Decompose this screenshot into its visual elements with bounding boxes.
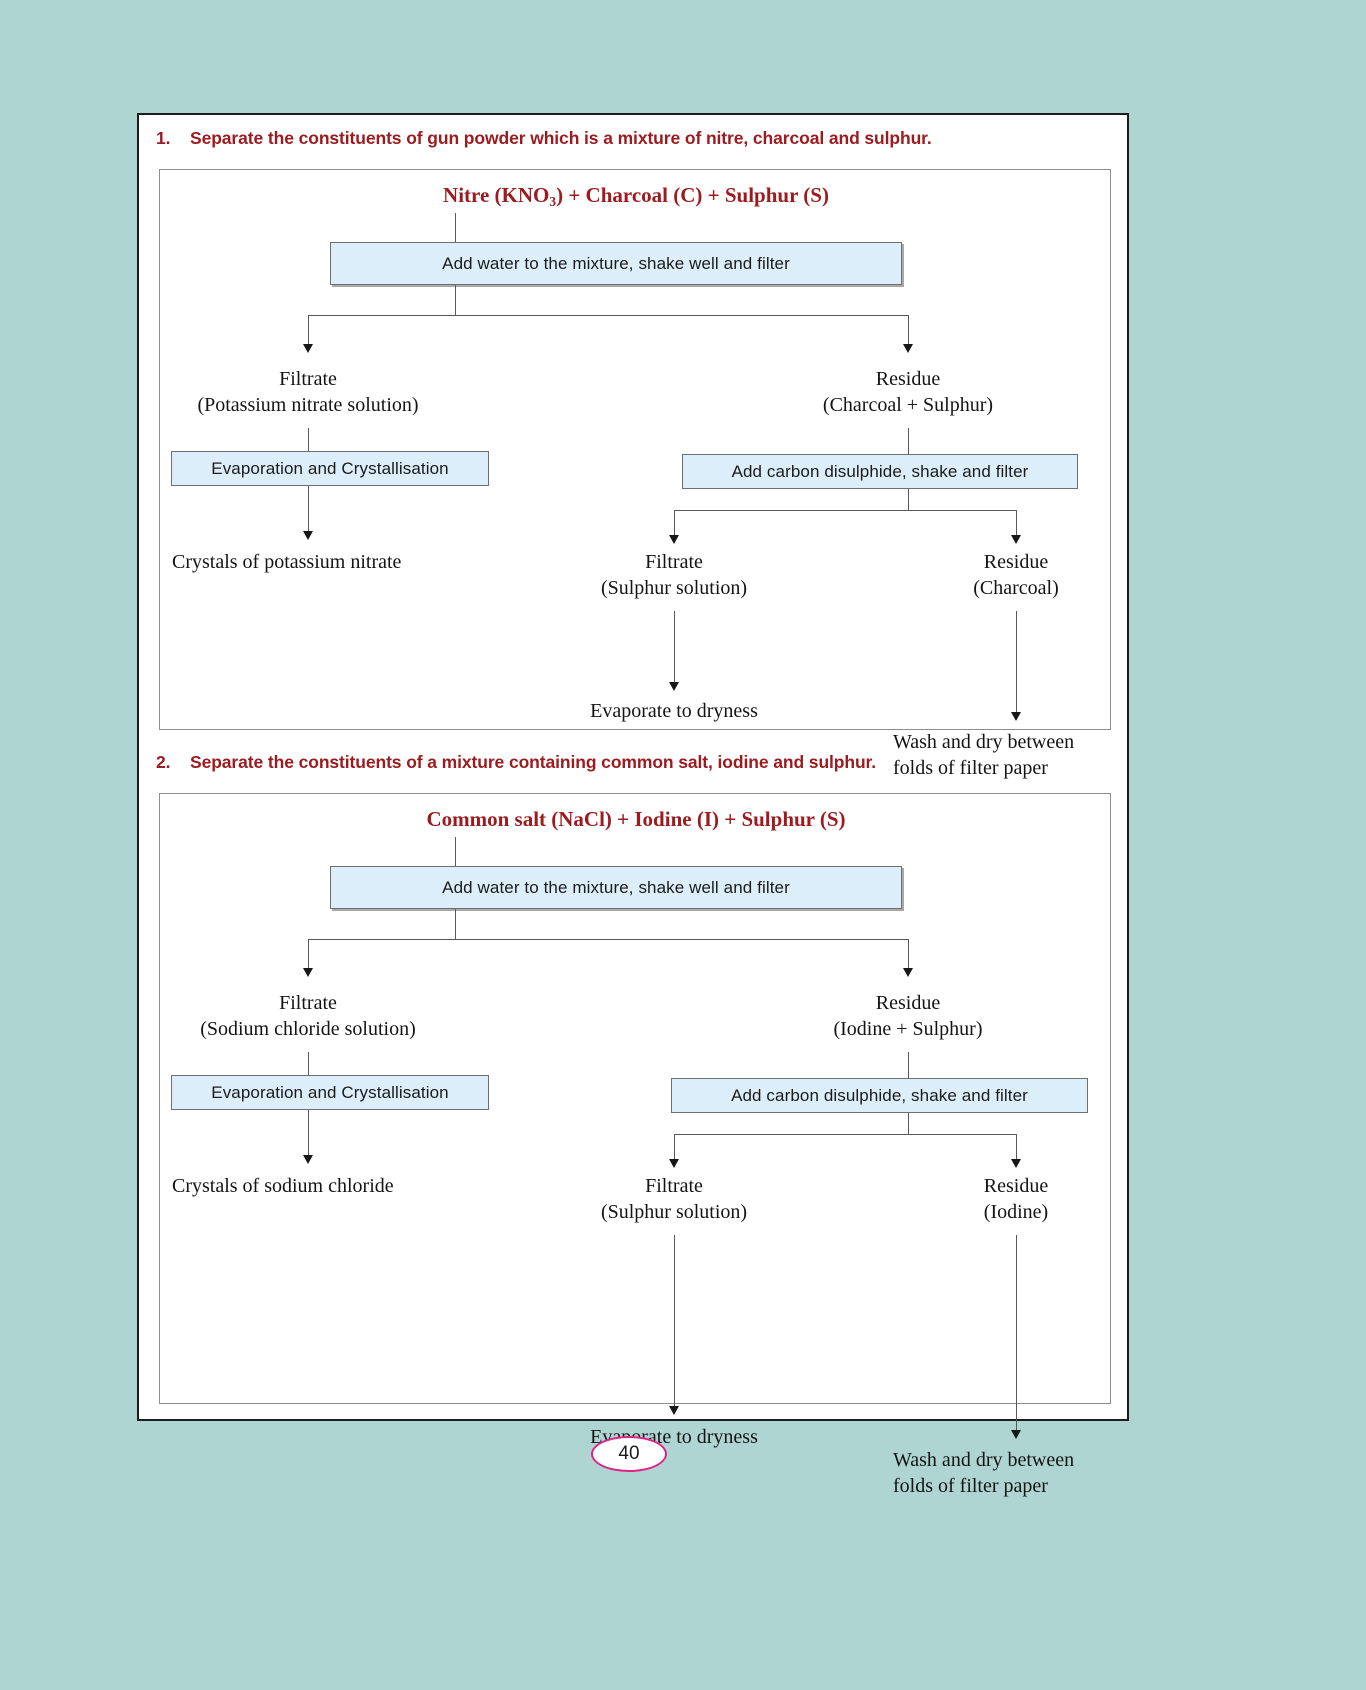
chart-1-right-label-line1: Residue [875,368,941,390]
question-1-number: 1. [156,128,171,148]
page-number-badge: 40 [591,1436,667,1472]
chart-1-left-result: Crystals of potassium nitrate [172,551,402,573]
arrowhead-sub-right-1 [1011,535,1021,544]
connector-evap-to-crystals-2 [308,1110,309,1158]
flowchart-panel-2: Common salt (NaCl) + Iodine (I) + Sulphu… [159,793,1111,1497]
chart-1-left-label-line1: Filtrate [279,368,337,390]
question-2-heading: 2. Separate the constituents of a mixture… [156,752,876,773]
connector-split-bar-1b [674,510,1016,511]
connector-evap-to-crystals-1 [308,486,309,534]
connector-title-to-step1-2 [455,837,456,866]
chart-2-left-result: Crystals of sodium chloride [172,1175,394,1197]
chart-2-left-label: Filtrate (Sodium chloride solution) [178,990,438,1043]
arrowhead-right-2 [903,968,913,977]
chart-2-sub-right-line2: (Iodine) [983,1201,1049,1224]
chart-2-sub-left-label: Filtrate (Sulphur solution) [554,1173,794,1226]
connector-cs2-stem-2 [908,1113,909,1134]
connector-right-to-cs2-2 [908,1052,909,1078]
chart-1-left-label: Filtrate (Potassium nitrate solution) [178,366,438,419]
chart-2-right-process-box: Add carbon disulphide, shake and filter [671,1078,1088,1113]
chart-2-sub-left-line2: (Sulphur solution) [600,1201,748,1224]
chart-1-title: Nitre (KNO3) + Charcoal (C) + Sulphur (S… [443,183,829,209]
question-1-text: Separate the constituents of gun powder … [190,128,932,148]
connector-split-bar-2 [308,939,908,940]
chart-1-sub-right-result: Wash and dry between folds of filter pap… [893,729,1133,782]
connector-right-drop-1 [908,315,909,347]
connector-cs2-stem-1 [908,489,909,510]
connector-split-bar-2b [674,1134,1016,1135]
chart-1-sub-right-result-line2: folds of filter paper [893,757,1048,780]
chart-1-right-label: Residue (Charcoal + Sulphur) [778,366,1038,419]
flowchart-panel-1: Nitre (KNO3) + Charcoal (C) + Sulphur (S… [159,169,1111,779]
chart-2-left-process-box: Evaporation and Crystallisation [171,1075,489,1110]
chart-2-left-label-line1: Filtrate [279,992,337,1014]
question-2-number: 2. [156,752,171,772]
arrowhead-sub-left-result-2 [669,1406,679,1415]
connector-right-to-cs2-1 [908,428,909,454]
connector-split-bar-1 [308,315,908,316]
chart-1-sub-left-label: Filtrate (Sulphur solution) [554,549,794,602]
arrowhead-sub-left-result-1 [669,682,679,691]
connector-sub-left-drop-1 [674,510,675,538]
connector-sub-right-to-result-1 [1016,611,1017,715]
chart-1-sub-right-label: Residue (Charcoal) [896,549,1136,602]
connector-sub-left-drop-2 [674,1134,675,1162]
chart-1-sub-right-line1: Residue [983,551,1049,573]
connector-step1-stem-2 [455,909,456,939]
chart-1-left-process-box: Evaporation and Crystallisation [171,451,489,486]
arrowhead-sub-right-result-1 [1011,712,1021,721]
chart-1-right-label-line2: (Charcoal + Sulphur) [822,394,994,417]
arrowhead-left-1 [303,344,313,353]
chart-2-step1-box: Add water to the mixture, shake well and… [330,866,902,909]
chart-2-right-label: Residue (Iodine + Sulphur) [778,990,1038,1043]
connector-sub-left-to-result-2 [674,1235,675,1409]
chart-2-right-label-line2: (Iodine + Sulphur) [833,1018,983,1041]
chart-2-left-label-line2: (Sodium chloride solution) [200,1018,416,1041]
connector-left-drop-2 [308,939,309,971]
chart-1-left-label-line2: (Potassium nitrate solution) [197,394,419,417]
chart-2-sub-right-result: Wash and dry between folds of filter pap… [893,1447,1133,1500]
connector-sub-right-to-result-2 [1016,1235,1017,1433]
connector-title-to-step1 [455,213,456,242]
connector-sub-right-drop-2 [1016,1134,1017,1162]
arrowhead-sub-right-2 [1011,1159,1021,1168]
chart-1-sub-left-result: Evaporate to dryness [590,700,758,722]
arrowhead-left-result-2 [303,1155,313,1164]
chart-2-sub-right-result-line2: folds of filter paper [893,1475,1048,1498]
chart-1-sub-left-line2: (Sulphur solution) [600,577,748,600]
connector-step1-stem [455,285,456,315]
connector-sub-left-to-result-1 [674,611,675,685]
question-2-text: Separate the constituents of a mixture c… [190,752,877,772]
page-frame: 1. Separate the constituents of gun powde… [137,113,1129,1497]
connector-left-drop-1 [308,315,309,347]
chart-2-sub-right-label: Residue (Iodine) [896,1173,1136,1226]
arrowhead-left-2 [303,968,313,977]
chart-1-right-process-box: Add carbon disulphide, shake and filter [682,454,1078,489]
question-1-heading: 1. Separate the constituents of gun powde… [156,128,932,149]
chart-2-right-label-line1: Residue [875,992,941,1014]
connector-right-drop-2 [908,939,909,971]
connector-left-to-evap-1 [308,428,309,451]
chart-1-sub-left-line1: Filtrate [645,551,703,573]
chart-2-sub-right-result-line1: Wash and dry between [893,1449,1075,1471]
chart-1-step1-box: Add water to the mixture, shake well and… [330,242,902,285]
chart-2-sub-right-line1: Residue [983,1175,1049,1197]
arrowhead-left-result-1 [303,531,313,540]
arrowhead-sub-left-2 [669,1159,679,1168]
connector-sub-right-drop-1 [1016,510,1017,538]
connector-left-to-evap-2 [308,1052,309,1075]
chart-1-sub-right-line2: (Charcoal) [973,577,1059,600]
chart-1-sub-right-result-line1: Wash and dry between [893,731,1075,753]
arrowhead-sub-left-1 [669,535,679,544]
chart-2-sub-left-line1: Filtrate [645,1175,703,1197]
page-number: 40 [618,1443,640,1464]
arrowhead-sub-right-result-2 [1011,1430,1021,1439]
chart-2-title: Common salt (NaCl) + Iodine (I) + Sulphu… [426,807,846,831]
chart-2-sub-left-result: Evaporate to dryness [590,1426,758,1448]
arrowhead-right-1 [903,344,913,353]
